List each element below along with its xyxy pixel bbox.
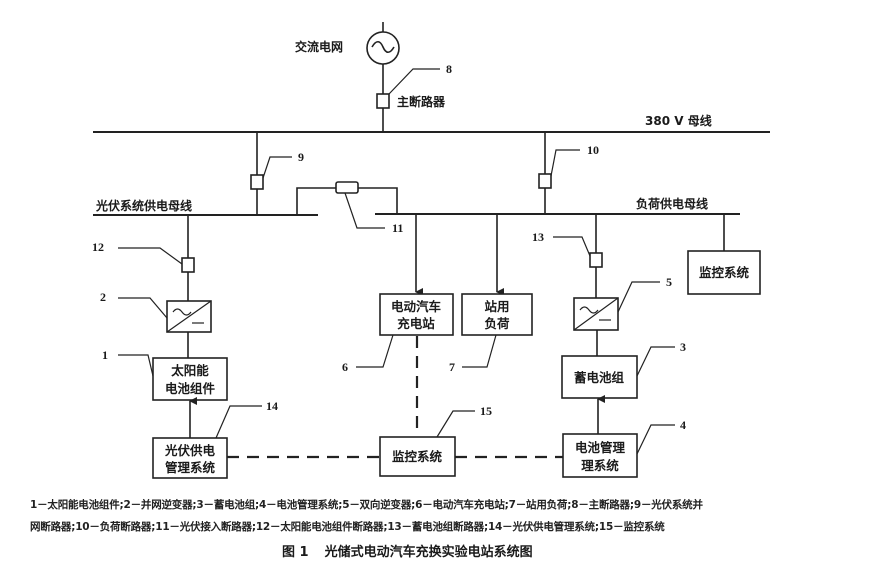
callout-3: 3	[680, 340, 686, 354]
bms-label-2: 理系统	[581, 458, 619, 473]
pv-mgmt-label-1: 光伏供电	[164, 443, 216, 458]
load-bus-label: 负荷供电母线	[636, 196, 708, 211]
figure-title: 光储式电动汽车充换实验电站系统图	[324, 545, 533, 560]
figure-caption: 图 1 光储式电动汽车充换实验电站系统图	[282, 541, 533, 560]
grid-inverter	[166, 300, 212, 333]
load-branch: 电动汽车 充电站 6 站用 负荷 7 监控系统 15	[227, 214, 563, 477]
ac-wave-icon	[172, 308, 192, 316]
pv-supply-bus: 光伏系统供电母线	[93, 198, 318, 216]
callout-7: 7	[449, 360, 455, 374]
solar-label-1: 太阳能	[171, 363, 209, 378]
callout-5: 5	[666, 275, 672, 289]
load-breaker: 10	[538, 132, 599, 214]
callout-6: 6	[342, 360, 348, 374]
callout-14: 14	[266, 399, 278, 413]
pv-grid-breaker: 9	[250, 132, 304, 215]
legend-line-2: 网断路器;10－负荷断路器;11－光伏接入断路器;12－太阳能电池组件断路器;1…	[30, 521, 665, 533]
callout-11: 11	[392, 221, 403, 235]
ev-station-label-2: 充电站	[397, 316, 435, 331]
station-load-label-1: 站用	[484, 299, 509, 314]
ev-station-label-1: 电动汽车	[391, 299, 442, 314]
figure-number: 图 1	[282, 545, 309, 560]
breaker-symbol	[538, 173, 552, 189]
callout-8: 8	[446, 62, 452, 76]
ev-station-box	[379, 293, 454, 336]
battery-label: 蓄电池组	[574, 370, 625, 385]
bms-label-1: 电池管理	[575, 440, 626, 455]
callout-12: 12	[92, 240, 104, 254]
ac-wave-icon	[579, 306, 599, 314]
solar-label-2: 电池组件	[165, 381, 216, 396]
breaker-symbol	[589, 252, 603, 268]
breaker-symbol	[376, 93, 390, 109]
storage-branch: 13 5 蓄电池组 3 电池管理 理系统 4	[532, 214, 686, 478]
main-breaker-label: 主断路器	[397, 94, 446, 109]
station-load-box	[461, 293, 533, 336]
callout-10: 10	[587, 143, 599, 157]
main-breaker: 主断路器 8	[376, 62, 452, 132]
pv-bus-label: 光伏系统供电母线	[95, 198, 192, 213]
station-load-label-2: 负荷	[484, 316, 510, 331]
monitor-right-label: 监控系统	[699, 265, 750, 280]
grid-label: 交流电网	[295, 39, 343, 54]
solar-module-box	[152, 357, 228, 401]
bms-box	[562, 433, 638, 478]
bus-380v: 380 V 母线	[93, 113, 770, 133]
ac-grid-source: 交流电网	[295, 22, 400, 65]
callout-9: 9	[298, 150, 304, 164]
callout-13: 13	[532, 230, 544, 244]
callout-2: 2	[100, 290, 106, 304]
breaker-symbol	[335, 181, 359, 194]
bidirectional-inverter	[573, 297, 619, 331]
bus-380v-label: 380 V 母线	[645, 113, 712, 128]
monitor-right: 监控系统	[687, 214, 761, 295]
load-supply-bus: 负荷供电母线	[375, 196, 740, 215]
battery-box	[561, 355, 638, 399]
pv-access-breaker: 11	[296, 181, 403, 235]
callout-4: 4	[680, 418, 686, 432]
breaker-symbol	[250, 174, 264, 190]
callout-1: 1	[102, 348, 108, 362]
legend-line-1: 1－太阳能电池组件;2－并网逆变器;3－蓄电池组;4－电池管理系统;5－双向逆变…	[30, 499, 703, 511]
breaker-symbol	[181, 257, 195, 273]
callout-15: 15	[480, 404, 492, 418]
monitor-center-box	[379, 436, 456, 477]
pv-branch: 12 2 太阳能 电池组件 1 光伏供电 管理系统 14	[92, 215, 278, 479]
sine-wave-icon	[371, 40, 395, 54]
monitor-center-label: 监控系统	[392, 449, 443, 464]
monitor-right-box	[687, 250, 761, 295]
pv-mgmt-label-2: 管理系统	[165, 460, 216, 475]
